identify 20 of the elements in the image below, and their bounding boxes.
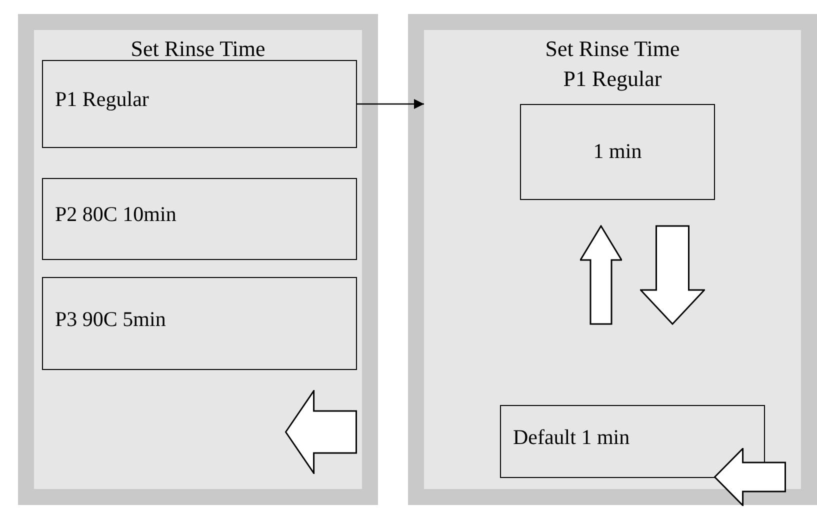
option-label: 1 min (593, 138, 642, 166)
screen-panel (408, 14, 817, 505)
arrow (357, 99, 424, 109)
arrow-button-icon (580, 225, 622, 325)
arrow-button-icon (285, 390, 357, 474)
arrow-button-icon (714, 448, 786, 506)
option-box (42, 277, 357, 370)
option-label: P2 80C 10min (55, 201, 176, 228)
option-label: P1 Regular (55, 86, 149, 114)
arrow-button-icon (640, 225, 705, 325)
option-box (500, 405, 765, 478)
option-box (520, 104, 715, 200)
option-box (42, 60, 357, 148)
screen-heading: Set Rinse Time (130, 35, 266, 63)
screen-heading: P1 Regular (563, 65, 662, 93)
option-label: Default 1 min (513, 424, 630, 451)
screen-heading: Set Rinse Time (545, 35, 680, 63)
screen-panel (18, 14, 378, 505)
option-label: P3 90C 5min (55, 306, 166, 333)
option-box (42, 178, 357, 260)
